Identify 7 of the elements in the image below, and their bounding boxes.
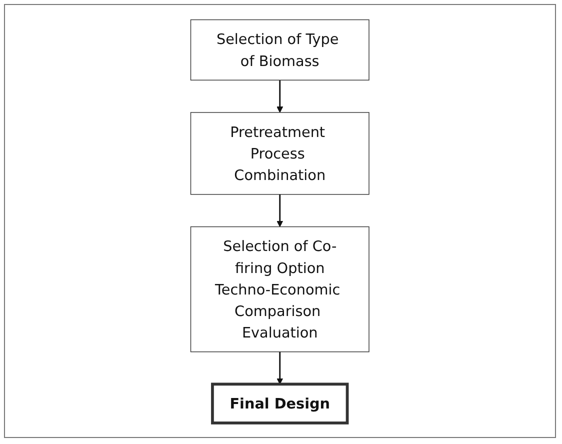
node-box: Final Design <box>211 382 349 424</box>
arrow <box>276 80 284 112</box>
arrow <box>276 351 284 384</box>
node-box: Selection of Type of Biomass <box>190 19 370 80</box>
arrow <box>276 194 284 227</box>
node-box: Pretreatment Process Combination <box>190 112 370 194</box>
node-box: Selection of Co-firing Option Techno-Economic Comparison Evaluation <box>190 226 370 352</box>
